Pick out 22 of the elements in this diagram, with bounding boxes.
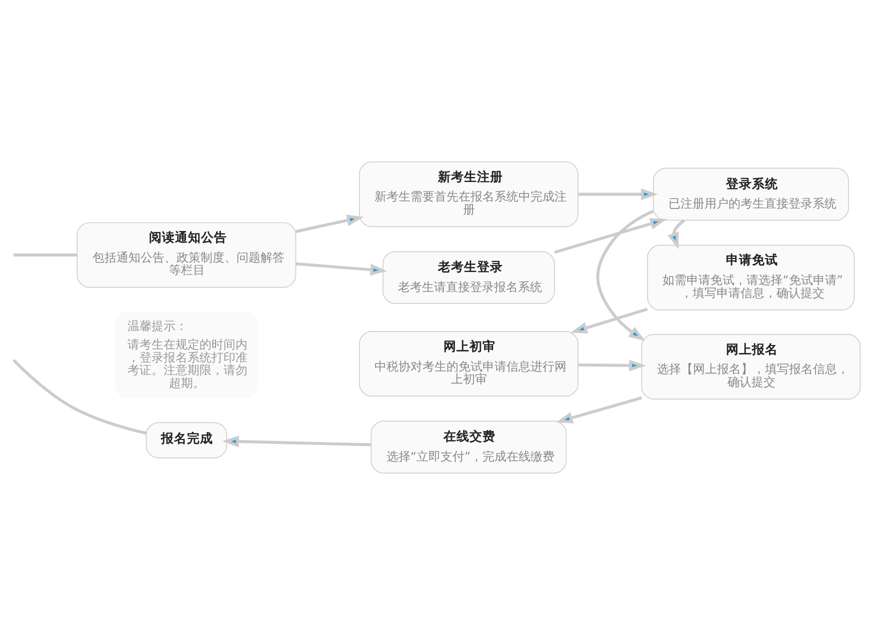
connector bbox=[14, 253, 77, 256]
arrow bbox=[578, 188, 658, 200]
node-box: 申请免试 如需申请免试，请选择“免试申请”，填写申请信息，确认提交 bbox=[647, 244, 855, 310]
arrow bbox=[668, 218, 686, 249]
node-box: 老考生登录 老考生请直接登录报名系统 bbox=[382, 250, 555, 304]
arrow bbox=[296, 214, 364, 232]
node-text: 温馨提示： 请考生在规定的时间内，登录报名系统打印准考证。注意期限，请勿超期。 bbox=[128, 318, 248, 390]
arrow bbox=[578, 359, 646, 371]
arrow bbox=[296, 262, 388, 276]
arrow bbox=[570, 307, 648, 333]
node-box: 新考生注册 新考生需要首先在报名系统中完成注册 bbox=[358, 160, 578, 227]
node-box: 网上报名 选择【网上报名】，填写报名信息，确认提交 bbox=[641, 333, 861, 400]
node-box: 在线交费 选择“立即支付”，完成在线缴费 bbox=[370, 420, 567, 474]
node-box: 阅读通知公告 包括通知公告、政策制度、问题解答等栏目 bbox=[76, 222, 296, 288]
arrow bbox=[554, 218, 667, 254]
node-box: 网上初审 中税协对考生的免试申请信息进行网上初审 bbox=[358, 330, 578, 396]
connector bbox=[12, 358, 147, 434]
arrow bbox=[556, 396, 642, 423]
arrow bbox=[222, 435, 372, 447]
arrow bbox=[596, 209, 654, 340]
node-box: 登录系统 已注册用户的考生直接登录系统 bbox=[652, 167, 849, 220]
node-box: 报名完成 bbox=[146, 422, 228, 458]
